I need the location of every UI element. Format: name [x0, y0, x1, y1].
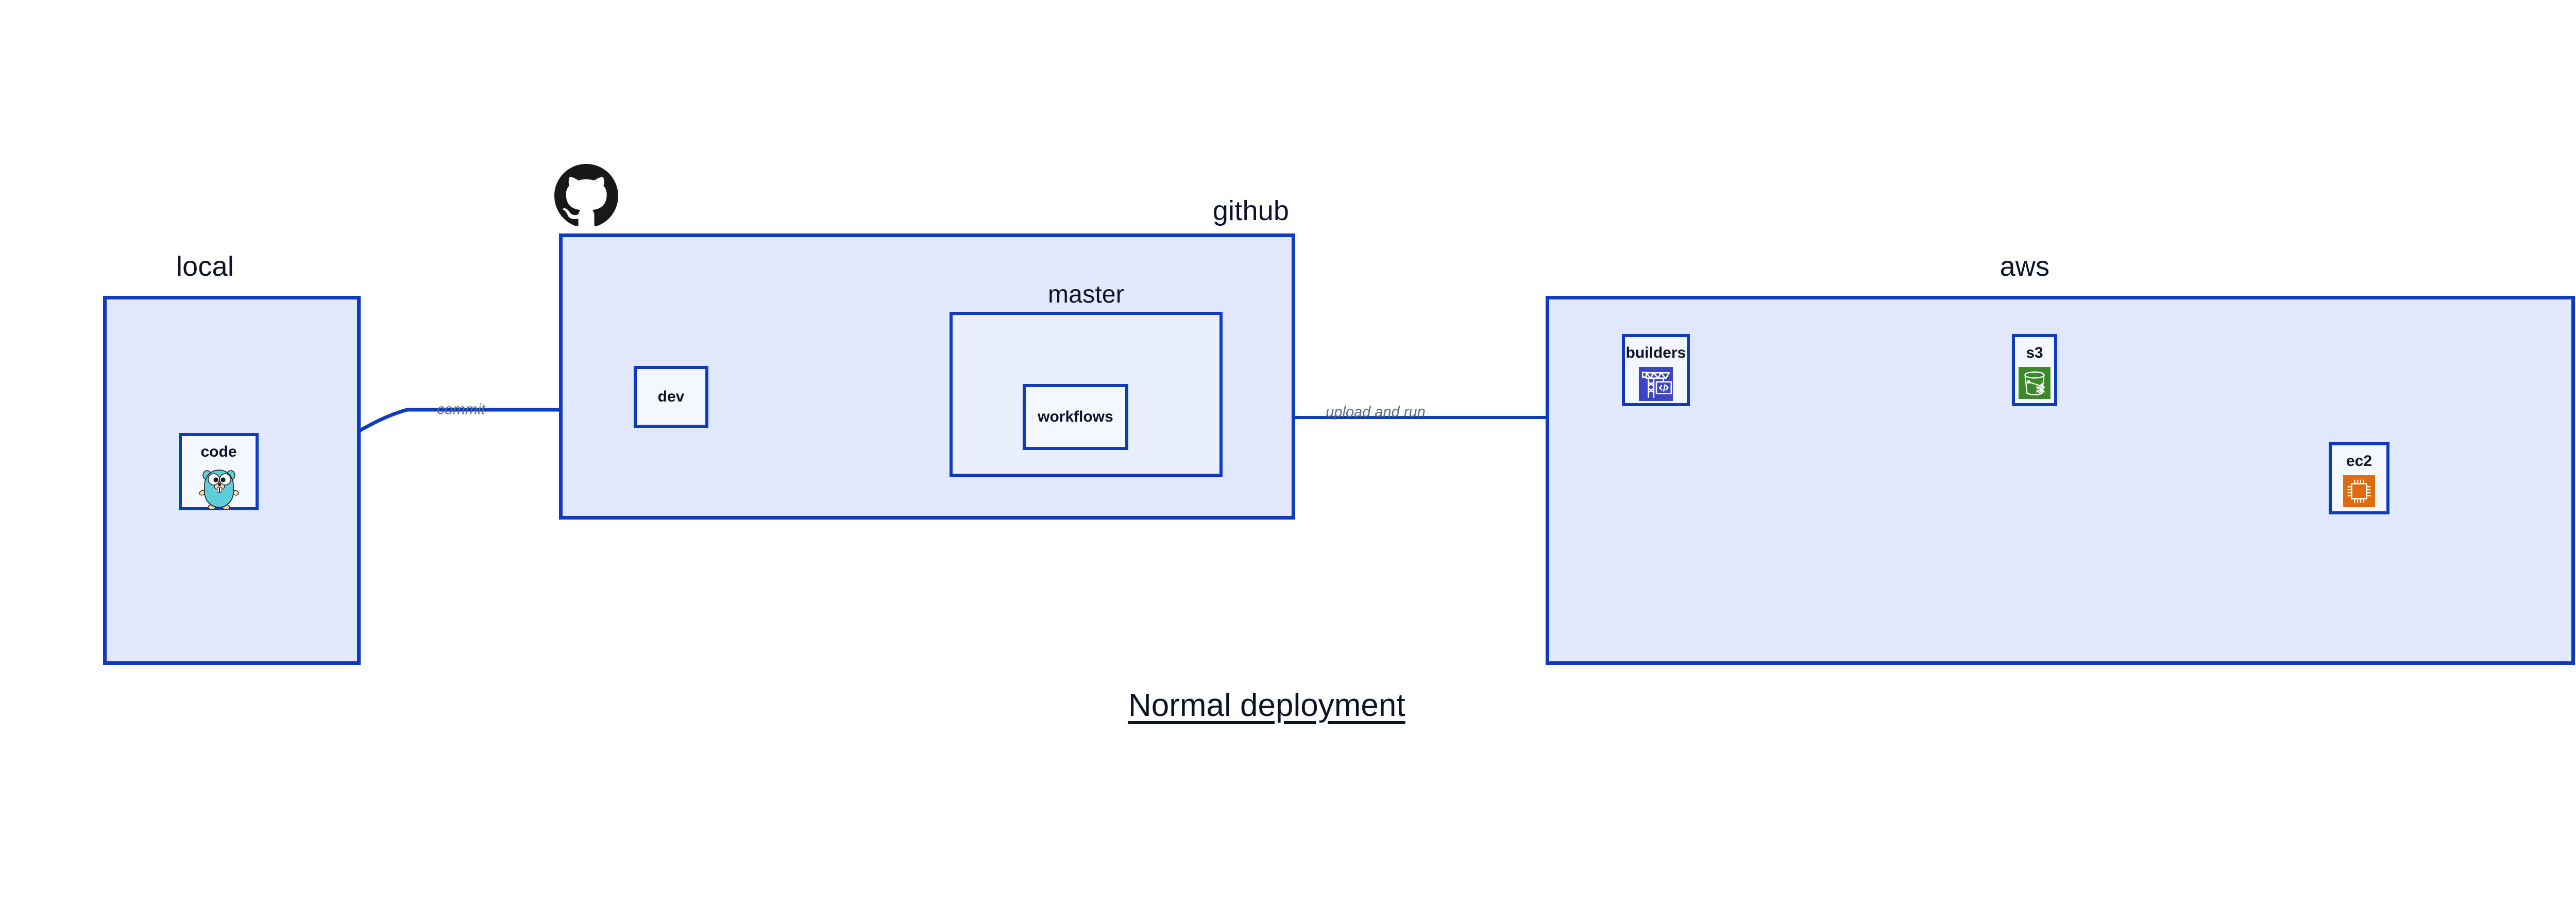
diagram-title: Normal deployment	[1128, 688, 1405, 723]
cluster-label-github: github	[1212, 195, 1290, 226]
node-dev[interactable]: dev	[634, 366, 708, 428]
node-label-code: code	[200, 443, 237, 460]
cluster-aws	[1546, 296, 2575, 665]
node-workflows[interactable]: workflows	[1023, 384, 1128, 450]
cluster-label-aws: aws	[1999, 251, 2050, 282]
node-builders[interactable]: builders	[1622, 334, 1690, 406]
go-gopher-icon	[198, 466, 240, 510]
aws-ec2-chip-icon	[2343, 475, 2375, 507]
cluster-label-master: master	[1048, 281, 1124, 308]
node-label-dev: dev	[657, 388, 685, 405]
node-label-workflows: workflows	[1038, 408, 1113, 425]
github-octocat-logo	[554, 164, 618, 228]
cluster-label-local: local	[176, 251, 234, 282]
node-label-ec2: ec2	[2346, 453, 2372, 470]
node-ec2[interactable]: ec2	[2329, 442, 2389, 514]
aws-s3-bucket-icon	[2019, 367, 2050, 399]
node-code[interactable]: code	[179, 433, 259, 510]
aws-codebuild-crane-icon	[1639, 367, 1673, 401]
edge-label-commit: commit	[437, 401, 485, 418]
node-s3[interactable]: s3	[2012, 334, 2057, 406]
edge-label-upload-and-run: upload and run	[1326, 404, 1426, 421]
node-label-builders: builders	[1625, 344, 1686, 361]
node-label-s3: s3	[2026, 344, 2043, 361]
